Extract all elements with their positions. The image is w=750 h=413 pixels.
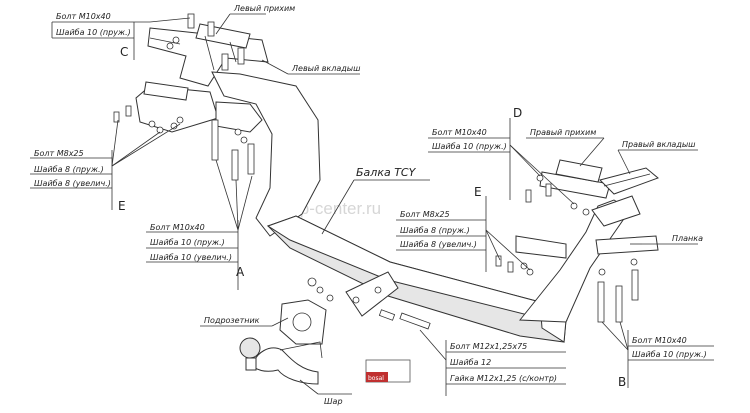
bolt-set-d xyxy=(525,174,590,216)
label-group-a: Болт M10x40 Шайба 10 (пруж.) Шайба 10 (у… xyxy=(150,223,245,279)
bolt-set-a xyxy=(211,119,255,181)
right-clamp-part xyxy=(539,159,611,199)
brand-logo-text: bosal xyxy=(368,375,384,382)
label-socket-holder: Подрозетник xyxy=(204,316,260,325)
left-insert-part xyxy=(135,81,219,133)
label-group-e-right: E Болт M8x25 Шайба 8 (пруж.) Шайба 8 (ув… xyxy=(400,185,482,249)
label-a-washer-1: Шайба 10 (пруж.) xyxy=(150,238,225,247)
letter-a: A xyxy=(236,265,245,279)
label-e-right-washer-2: Шайба 8 (увелич.) xyxy=(400,240,477,249)
ball-bolts xyxy=(307,277,431,330)
bolt-set-c xyxy=(166,13,245,71)
right-lower-insert-part xyxy=(515,235,567,259)
label-group-b: Болт M10x40 Шайба 10 (пруж.) B xyxy=(618,336,707,389)
bosal-tag: bosal xyxy=(365,359,411,383)
letter-b: B xyxy=(618,375,626,389)
right-plate-part xyxy=(595,235,659,255)
letter-e-right: E xyxy=(474,185,482,199)
label-ball-washer: Шайба 12 xyxy=(450,358,491,367)
letter-e-left: E xyxy=(118,199,126,213)
left-arm-part xyxy=(211,71,321,237)
label-e-right-bolt: Болт M8x25 xyxy=(400,210,450,219)
socket-holder-part xyxy=(279,299,327,345)
bolt-set-e-right xyxy=(495,255,534,276)
right-insert-part xyxy=(599,167,659,195)
label-b-bolt: Болт M10x40 xyxy=(632,336,687,345)
label-ball: Шар xyxy=(324,397,343,406)
label-b-washer: Шайба 10 (пруж.) xyxy=(632,350,707,359)
label-e-left-washer-2: Шайба 8 (увелич.) xyxy=(34,179,111,188)
ball-mount-plate xyxy=(345,271,399,317)
label-a-bolt: Болт M10x40 xyxy=(150,223,205,232)
bolt-set-e-left xyxy=(113,105,184,134)
label-plate: Планка xyxy=(672,234,703,243)
tow-ball-part xyxy=(239,337,323,385)
bolt-set-b xyxy=(597,258,639,323)
letter-c: C xyxy=(120,45,128,59)
label-group-d: Болт M10x40 Шайба 10 (пруж.) D xyxy=(432,106,522,151)
label-left-clamp: Левый прихим xyxy=(233,4,295,13)
label-right-insert: Правый вкладыш xyxy=(622,140,696,149)
label-e-right-washer-1: Шайба 8 (пруж.) xyxy=(400,226,470,235)
label-d-washer: Шайба 10 (пруж.) xyxy=(432,142,507,151)
label-right-clamp: Правый прихим xyxy=(530,128,596,137)
letter-d: D xyxy=(513,106,522,120)
label-group-e-left: Болт M8x25 Шайба 8 (пруж.) Шайба 8 (увел… xyxy=(34,149,126,213)
label-d-bolt: Болт M10x40 xyxy=(432,128,487,137)
label-group-ball-bolts: Болт M12x1,25x75 Шайба 12 Гайка M12x1,25… xyxy=(450,342,557,383)
label-ball-bolt: Болт M12x1,25x75 xyxy=(450,342,527,351)
right-arm-part xyxy=(518,195,641,323)
leader-lines xyxy=(30,13,714,396)
label-e-left-bolt: Болт M8x25 xyxy=(34,149,84,158)
label-ball-nut: Гайка M12x1,25 (с/контр) xyxy=(450,374,557,383)
label-c-bolt: Болт M10x40 xyxy=(56,12,111,21)
label-c-washer: Шайба 10 (пруж.) xyxy=(56,28,131,37)
label-a-washer-2: Шайба 10 (увелич.) xyxy=(150,253,232,262)
label-e-left-washer-1: Шайба 8 (пруж.) xyxy=(34,165,104,174)
label-beam: Балка TCY xyxy=(356,166,417,179)
label-group-c: Болт M10x40 Шайба 10 (пруж.) C xyxy=(56,12,131,59)
label-left-insert: Левый вкладыш xyxy=(291,64,361,73)
